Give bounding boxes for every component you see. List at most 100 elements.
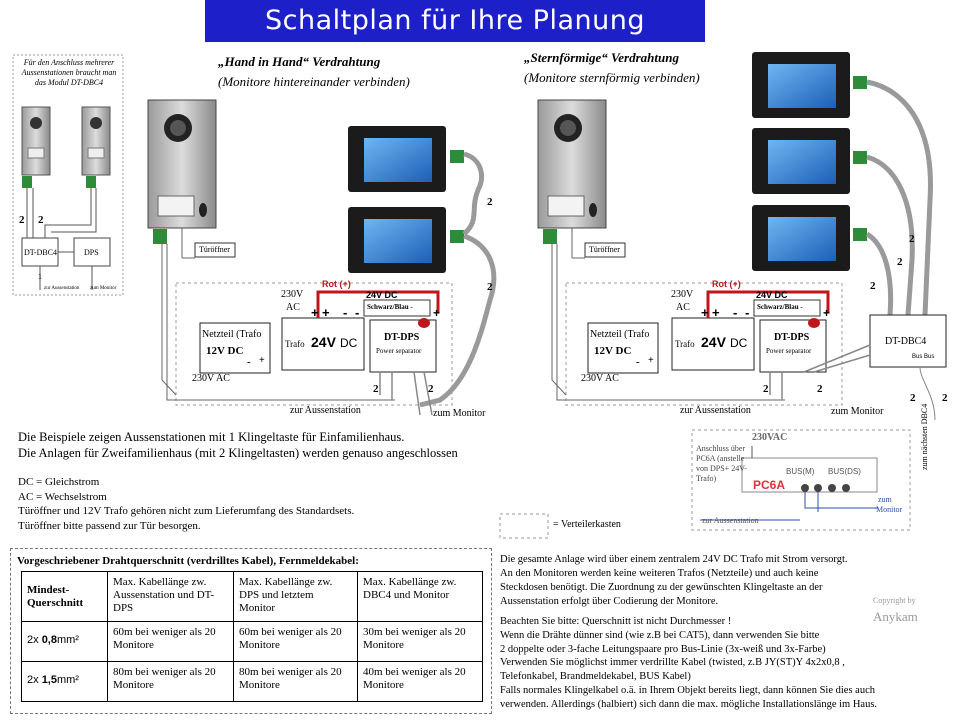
red-wire-hand-end — [418, 318, 430, 328]
red-wire-hand — [316, 290, 440, 318]
wire-hand-d: 2 — [487, 281, 493, 293]
mini-doorstation-2 — [81, 106, 111, 176]
trafo-stern-box — [671, 317, 755, 371]
trafo-hand-minus-2: - — [355, 305, 360, 320]
mini-wire-b: 2 — [38, 214, 44, 226]
examples-text: Die Beispiele zeigen Aussenstationen mit… — [18, 429, 458, 461]
schwarz-hand: Schwarz/Blau - — [367, 303, 413, 311]
spec-cell-2-1: 80m bei weniger als 20 Monitore — [107, 661, 234, 702]
tueroeffner-stern-box — [584, 242, 626, 258]
tueroeffner-hand: Türöffner — [199, 245, 230, 254]
busbus-stern: Bus Bus — [912, 354, 935, 360]
mini-dbc4-box — [21, 237, 59, 267]
netzteil-hand-plus: + — [259, 355, 265, 366]
pc6a-anschluss: Anschluss über PC6A (anstelle von DPS+ 2… — [696, 444, 747, 483]
spec-header-text-0: Mindest- Querschnitt — [27, 584, 84, 609]
spec-header-0: Mindest- Querschnitt — [21, 571, 108, 622]
examples-line-2: Die Anlagen für Zweifamilienhaus (mit 2 … — [18, 446, 458, 460]
pc6a-name: PC6A — [753, 478, 786, 492]
spec-table-title: Vorgeschriebener Drahtquerschnitt (verdr… — [17, 555, 359, 567]
spec-table: Mindest- Querschnitt Max. Kabellänge zw.… — [21, 571, 483, 702]
dtdps-stern-plus: + — [823, 306, 831, 320]
verteilerkasten-hand — [175, 282, 453, 406]
netzteil-stern-box — [587, 322, 659, 374]
definitions-text: DC = Gleichstrom AC = Wechselstrom Türöf… — [18, 475, 354, 533]
spec-size-1-num: 0,8 — [41, 634, 57, 646]
power-note: Die gesamte Anlage wird über einem zentr… — [500, 553, 940, 609]
left-note: Für den Anschluss mehrerer Aussenstation… — [21, 58, 117, 87]
monitor-stern-3 — [752, 205, 850, 271]
terminal-hand-m1 — [450, 150, 464, 163]
netzteil-hand: Netzteil (Trafo — [202, 329, 262, 340]
mini-terminal-2 — [86, 176, 96, 188]
spec-size-1-unit: mm² — [56, 634, 79, 646]
verteilerkasten-stern — [565, 282, 843, 406]
trafo-hand-plus-2: + — [322, 305, 330, 320]
cable-note-5: Telefonkabel, Brandmeldekabel, BUS Kabel… — [500, 671, 691, 683]
spec-cell-1-2: 60m bei weniger als 20 Monitore — [233, 621, 358, 662]
verteiler-legend-box — [499, 513, 549, 539]
cable-note-2: Wenn die Drähte dünner sind (wie z.B bei… — [500, 629, 820, 641]
zum-monitor-stern: zum Monitor — [831, 406, 884, 417]
v24-stern: 24V — [701, 334, 726, 350]
mini-dps-label: DPS — [84, 248, 99, 257]
netzteil-hand-minus: - — [247, 356, 251, 368]
def-line-2: AC = Wechselstrom — [18, 490, 107, 503]
wire-stern-b: 2 — [817, 383, 823, 395]
dtdps-stern-box — [759, 319, 827, 373]
copyright-label: Copyright by — [873, 596, 916, 605]
mini-foot-b: zum Monitor — [90, 286, 117, 291]
dbc4-stern-box — [869, 314, 947, 368]
ac230-stern: 230V AC — [581, 373, 619, 384]
tueroeffner-hand-box — [194, 242, 236, 258]
stern-subtitle: (Monitore sternförmig verbinden) — [524, 70, 700, 85]
power-note-4: Aussenstation erfolgt über Codierung der… — [500, 596, 719, 607]
monitor-hand-2 — [348, 207, 446, 273]
doorstation-stern — [537, 99, 607, 229]
hand-subtitle: (Monitore hintereinander verbinden) — [218, 74, 410, 89]
dtdps-hand: DT-DPS — [384, 332, 420, 343]
spec-header-3: Max. Kabellänge zw. DBC4 und Monitor — [357, 571, 483, 622]
tueroeffner-stern: Türöffner — [589, 245, 620, 254]
terminal-stern-m1 — [853, 76, 867, 89]
trafo-stern: Trafo — [675, 339, 695, 349]
spec-header-row: Mindest- Querschnitt Max. Kabellänge zw.… — [21, 571, 483, 622]
red-wire-stern — [706, 290, 830, 318]
wire-stern-e: 2 — [870, 280, 876, 292]
netzteil-hand-box — [199, 322, 271, 374]
left-panel-frame — [12, 54, 124, 296]
dc-hand: DC — [340, 336, 358, 350]
trafo-stern-minus-2: - — [745, 305, 750, 320]
spec-cell-1-1: 60m bei weniger als 20 Monitore — [107, 621, 234, 662]
ac230b-stern: 230V — [671, 289, 694, 300]
ac-stern: AC — [676, 302, 690, 313]
dtdps-hand-box — [369, 319, 437, 373]
zur-aussen-hand: zur Aussenstation — [290, 405, 361, 416]
trafo-stern-plus-2: + — [712, 305, 720, 320]
cable-note: Beachten Sie bitte: Querschnitt ist nich… — [500, 615, 950, 712]
wire-hand-c: 2 — [487, 196, 493, 208]
ac230-hand: 230V AC — [192, 373, 230, 384]
spec-cell-2-3: 40m bei weniger als 20 Monitore — [357, 661, 483, 702]
trafo-stern-minus-1: - — [733, 305, 738, 320]
terminal-hand-ds — [153, 229, 167, 244]
schwarz-hand-label-box — [363, 299, 431, 317]
mini-doorstation-1 — [21, 106, 51, 176]
monitor-stern-1 — [752, 52, 850, 118]
netzteil-stern: Netzteil (Trafo — [590, 329, 650, 340]
def-line-1: DC = Gleichstrom — [18, 476, 100, 488]
wire-stern-a: 2 — [763, 383, 769, 395]
v12-hand: 12V DC — [206, 345, 244, 357]
v12-stern: 12V DC — [594, 345, 632, 357]
terminal-stern-m3 — [853, 228, 867, 241]
dc-stern: DC — [730, 336, 748, 350]
def-line-4: Türöffner bitte passend zur Tür besorgen… — [18, 519, 201, 532]
spec-size-1: 2x 0,8mm² — [21, 621, 108, 662]
cable-note-6: Falls normales Klingelkabel o.ä. in Ihre… — [500, 684, 875, 696]
wire-stern-d: 2 — [897, 256, 903, 268]
netzteil-stern-minus: - — [636, 356, 640, 368]
spec-size-1-pre: 2x — [27, 634, 42, 646]
v24dc-stern: 24V DC — [756, 290, 788, 300]
trafo-hand: Trafo — [285, 339, 305, 349]
examples-line-1: Die Beispiele zeigen Aussenstationen mit… — [18, 430, 405, 444]
